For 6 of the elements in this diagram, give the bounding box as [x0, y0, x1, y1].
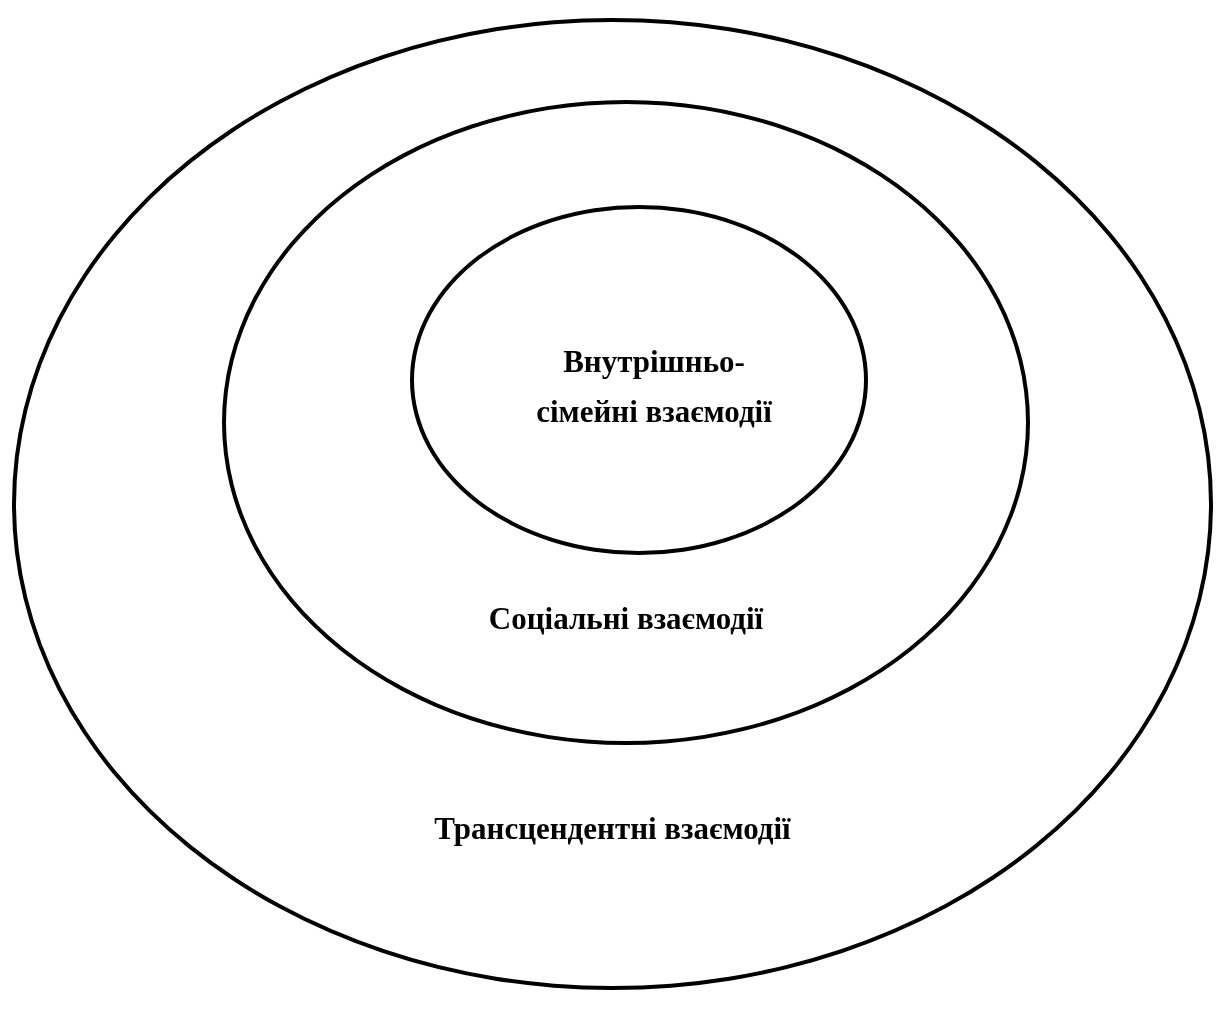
- outer-ellipse: [12, 18, 1213, 990]
- middle-ellipse: [222, 100, 1030, 745]
- ellipse-label: Соціальні взаємодії: [487, 600, 765, 638]
- ellipse-label: Трансцендентні взаємодії: [433, 810, 792, 848]
- ellipse-label: Внутрішньо-сімейні взаємодії: [535, 343, 773, 431]
- inner-ellipse: [410, 205, 868, 555]
